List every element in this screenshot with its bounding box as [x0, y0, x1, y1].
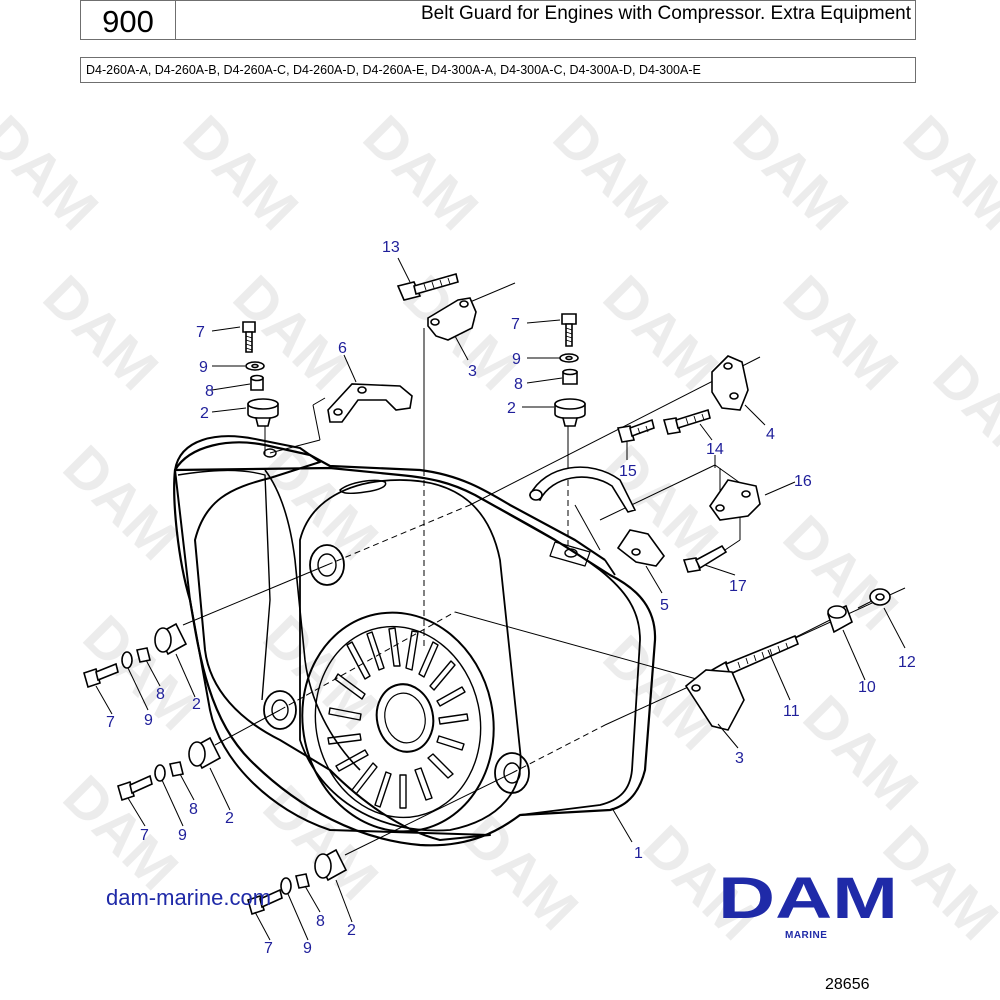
- callout-6: 6: [338, 340, 347, 357]
- callout-16: 16: [794, 473, 812, 490]
- callout-14: 14: [706, 441, 724, 458]
- belt-strap: [528, 466, 637, 513]
- site-url: dam-marine.com: [106, 885, 272, 910]
- washer-9-bottom: [280, 877, 292, 895]
- callout-2: 2: [507, 400, 516, 417]
- callout-1: 1: [634, 845, 643, 862]
- svg-text:DAM: DAM: [721, 103, 860, 242]
- logo-subtext: MARINE: [785, 930, 828, 941]
- svg-text:DAM: DAM: [171, 103, 310, 242]
- callout-4: 4: [766, 426, 775, 443]
- callout-3: 3: [468, 363, 477, 380]
- callout-2: 2: [200, 405, 209, 422]
- washer-9-left-1: [121, 651, 133, 669]
- bolt-7-bottom: [247, 888, 283, 916]
- bracket-3-bottom: [684, 669, 745, 731]
- callout-12: 12: [898, 654, 916, 671]
- callout-7: 7: [140, 827, 149, 844]
- callout-11: 11: [783, 703, 800, 720]
- callout-9: 9: [178, 827, 187, 844]
- dam-watermark: DAM DAM DAM DAM DAM DAM DAM DAM DAM DAM …: [0, 103, 1000, 952]
- callout-5: 5: [660, 597, 669, 614]
- svg-text:DAM: DAM: [791, 683, 930, 822]
- page-title: Belt Guard for Engines with Compressor. …: [420, 3, 911, 24]
- callout-8: 8: [316, 913, 325, 930]
- bolt-13: [396, 273, 459, 301]
- svg-text:DAM: DAM: [51, 433, 190, 572]
- model-list: D4-260A-A, D4-260A-B, D4-260A-C, D4-260A…: [80, 57, 916, 83]
- bolt-14: [662, 408, 711, 435]
- belt-guard-cover: [173, 435, 657, 847]
- bolt-7-top-right: [561, 313, 577, 347]
- svg-text:DAM: DAM: [251, 433, 390, 572]
- bushing-2-bottom: [314, 848, 348, 882]
- svg-text:DAM: DAM: [351, 103, 490, 242]
- section-number: 900: [81, 1, 176, 39]
- bushing-2-top-left: [247, 398, 279, 427]
- callout-3: 3: [735, 750, 744, 767]
- callout-7: 7: [264, 940, 273, 957]
- bolt-7-top-left: [242, 321, 256, 353]
- bracket-16: [709, 479, 761, 521]
- callout-8: 8: [189, 801, 198, 818]
- bracket-4: [711, 355, 749, 411]
- callout-8: 8: [156, 686, 165, 703]
- washer-9-left-2: [154, 764, 166, 782]
- spacer-10: [827, 604, 853, 634]
- bracket-5: [616, 529, 666, 567]
- bushing-2-top-right: [554, 398, 586, 427]
- bushing-2-left-1: [154, 622, 188, 656]
- callout-7: 7: [196, 324, 205, 341]
- spacer-8-left-2: [169, 761, 184, 777]
- callout-8: 8: [205, 383, 214, 400]
- callout-15: 15: [619, 463, 637, 480]
- callout-pointers: [95, 257, 906, 941]
- drawing-number: 28656: [825, 976, 870, 993]
- spacer-8-left-1: [136, 647, 151, 663]
- callout-2: 2: [192, 696, 201, 713]
- callout-7: 7: [106, 714, 115, 731]
- bushing-12: [869, 588, 891, 606]
- svg-text:DAM: DAM: [891, 103, 1000, 242]
- callout-9: 9: [144, 712, 153, 729]
- svg-text:DAM: DAM: [921, 343, 1000, 482]
- callout-13: 13: [382, 239, 400, 256]
- hardware-parts: [83, 273, 891, 916]
- bushing-2-left-2: [188, 736, 222, 770]
- callout-labels: 13 7 9 8 2 6 3 7 9 8 2 4 14 15 16 5 17 1…: [106, 239, 916, 957]
- callout-9: 9: [199, 359, 208, 376]
- svg-text:DAM: DAM: [541, 103, 680, 242]
- bolt-7-left-2: [117, 774, 153, 802]
- bolt-17: [682, 544, 728, 573]
- svg-text:DAM: DAM: [31, 263, 170, 402]
- svg-text:DAM: DAM: [591, 263, 730, 402]
- svg-text:DAM: DAM: [221, 263, 360, 402]
- dam-marine-logo: DAM: [718, 872, 898, 922]
- callout-7: 7: [511, 316, 520, 333]
- callout-17: 17: [729, 578, 747, 595]
- svg-text:DAM: DAM: [771, 263, 910, 402]
- bolt-15: [616, 418, 655, 443]
- callout-8: 8: [514, 376, 523, 393]
- spacer-8-bottom: [295, 873, 310, 889]
- bracket-6: [327, 383, 413, 423]
- svg-text:DAM: DAM: [0, 103, 110, 242]
- bracket-3-top: [427, 297, 477, 341]
- callout-2: 2: [225, 810, 234, 827]
- header-box: 900 Belt Guard for Engines with Compress…: [80, 0, 916, 40]
- callout-10: 10: [858, 679, 876, 696]
- callout-9: 9: [303, 940, 312, 957]
- svg-text:DAM: DAM: [51, 763, 190, 902]
- callout-2: 2: [347, 922, 356, 939]
- logo-text: DAM: [718, 872, 898, 922]
- callout-9: 9: [512, 351, 521, 368]
- bolt-7-left-1: [83, 662, 119, 689]
- svg-text:DAM: DAM: [251, 603, 390, 742]
